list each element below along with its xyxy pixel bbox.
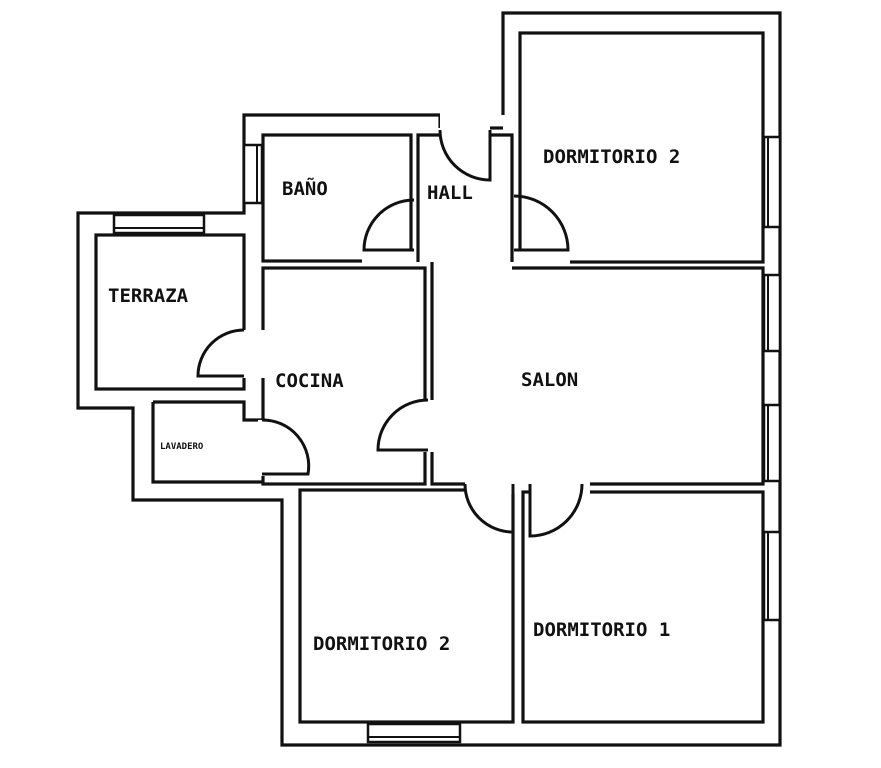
label-bano: BAÑO [282, 176, 328, 200]
window [762, 273, 782, 353]
outer-wall [76, 11, 782, 747]
room-terraza [94, 233, 246, 391]
room-lavadero [151, 402, 262, 484]
window [242, 143, 264, 205]
window [112, 213, 206, 235]
label-terraza: TERRAZA [108, 285, 189, 307]
door-dormitorio-2 [463, 483, 515, 534]
room-dormitorio-2-bottom [298, 488, 515, 724]
door-entrance [438, 129, 492, 182]
label-dormitorio-2-top: DORMITORIO 2 [543, 146, 680, 168]
window [762, 530, 782, 622]
window [762, 403, 782, 483]
room-lavadero [153, 400, 265, 422]
label-salon: SALON [521, 369, 578, 391]
door-terraza [196, 328, 245, 378]
window [366, 722, 462, 744]
door-bano [362, 198, 415, 252]
window [762, 135, 782, 229]
label-hall: HALL [427, 182, 473, 204]
door-lavadero [261, 418, 311, 476]
room-salon-wall [430, 262, 465, 486]
door-dormitorio-1 [528, 483, 584, 538]
label-lavadero: LAVADERO [160, 442, 204, 452]
door-hall-dormitorio [513, 194, 570, 252]
room-hall-wall [416, 133, 440, 262]
room-salon-wall [512, 266, 765, 486]
door-cocina [376, 398, 429, 452]
label-cocina: COCINA [275, 370, 344, 392]
label-dormitorio-1: DORMITORIO 1 [533, 619, 670, 641]
room-hall-wall [490, 133, 514, 262]
label-dormitorio-2-bottom: DORMITORIO 2 [313, 633, 450, 655]
